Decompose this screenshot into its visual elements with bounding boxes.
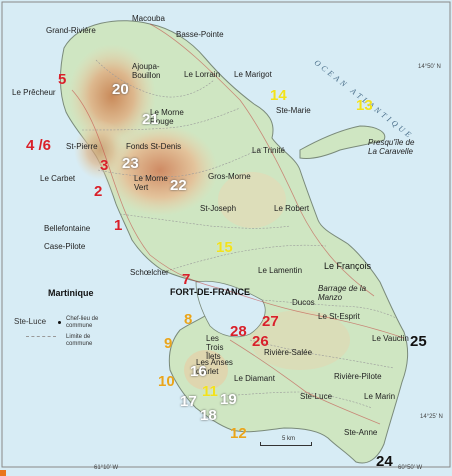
town-riviere-pilote: Rivière-Pilote [334,372,382,381]
town-le-lorrain: Le Lorrain [184,70,221,79]
marker-14: 14 [270,87,287,104]
marker-26: 26 [252,333,269,350]
marker-22: 22 [170,177,187,194]
marker-15: 15 [216,239,233,256]
marker-10: 10 [158,373,175,390]
town-le-lamentin: Le Lamentin [258,266,303,275]
relief-south [250,310,350,370]
town-le-francois: Le François [324,261,372,271]
town-gros-morne: Gros-Morne [208,172,251,181]
road-network [71,23,405,425]
relief-pitons [102,124,218,216]
legend-chef-lieu-text: Chef-lieu de commune [66,316,99,329]
coord-lat-top: 14°50' N [418,64,441,70]
map-title: Martinique [48,288,94,298]
map-frame [1,1,451,468]
coord-lon-left: 61°10' W [94,465,119,471]
marker-3: 3 [100,157,109,174]
town-fort-de-france: FORT-DE-FRANCE [170,287,250,297]
marker-8: 8 [184,311,193,328]
town-le-marigot: Le Marigot [234,70,272,79]
town-bellefontaine: Bellefontaine [44,224,91,233]
marker-28: 28 [230,323,247,340]
town-ste-marie: Ste-Marie [276,106,311,115]
marker-23: 23 [122,155,139,172]
town-ste-luce: Ste-Luce [300,392,333,401]
marker-1: 1 [114,217,123,234]
town-les-trois-ilets: Les Trois Îlets [206,334,224,361]
fort-de-france-bay [195,280,266,338]
relief-diamant [184,350,228,390]
town-macouba: Macouba [132,14,165,23]
commune-boundaries [81,59,397,409]
town-case-pilote: Case-Pilote [44,242,86,251]
town-st-pierre: St-Pierre [66,142,98,151]
marker-17: 17 [180,393,197,410]
relief-pelee [68,44,156,148]
marker-9: 9 [164,335,173,352]
town-schoelcher: Schœlcher [130,268,169,277]
town-la-trinite: La Trinité [252,146,285,155]
town-le-marin: Le Marin [364,392,396,401]
scale-bar [260,442,312,446]
town-ajoupa: Ajoupa-Bouillon [132,62,161,80]
town-le-vauclin: Le Vauclin [372,334,409,343]
coord-lat-bottom: 14°25' N [420,414,443,420]
town-fonds-st-denis: Fonds St-Denis [126,142,182,151]
legend-boundary-line-icon [26,336,56,337]
town-presquile: Presqu'île de La Caravelle [368,138,415,156]
town-les-anses: Les Anses d'Arlet [196,358,233,376]
town-le-morne-rouge: Le Morne Rouge [150,108,184,126]
legend-limite-text: Limite de commune [66,334,93,347]
marker-19: 19 [220,391,237,408]
marker-24: 24 [376,453,393,470]
corner-accent [0,470,6,476]
town-riviere-salee: Rivière-Salée [264,348,313,357]
town-barrage: Barrage de la Manzo [318,284,367,302]
marker-2: 2 [94,183,103,200]
legend-dot-icon [58,321,61,324]
town-le-st-esprit: Le St-Esprit [318,312,360,321]
town-basse-pointe: Basse-Pointe [176,30,224,39]
town-le-carbet: Le Carbet [40,174,76,183]
marker-27: 27 [262,313,279,330]
marker-13: 13 [356,97,373,114]
marker-25: 25 [410,333,427,350]
town-st-joseph: St-Joseph [200,204,237,213]
town-ste-anne: Ste-Anne [344,428,378,437]
town-le-robert: Le Robert [274,204,310,213]
town-grand-riviere: Grand-Rivière [46,26,96,35]
scale-label: 5 km [282,436,296,442]
marker-21: 21 [142,111,159,128]
marker-11: 11 [202,383,218,400]
marker-7: 7 [182,271,191,288]
legend-chef-lieu-symbol: Ste-Luce [14,317,47,326]
town-ducos: Ducos [292,298,315,307]
marker-18: 18 [200,407,217,424]
marker-12: 12 [230,425,247,442]
marker-16: 16 [190,363,207,380]
marker-20: 20 [112,81,129,98]
relief-carbet [74,120,126,180]
marker-4-6: 4 /6 [26,137,52,154]
town-le-diamant: Le Diamant [234,374,275,383]
town-le-morne-vert: Le Morne Vert [134,174,168,192]
relief-center [218,172,286,228]
caravelle-peninsula [299,125,386,159]
town-le-precheur: Le Prêcheur [12,88,56,97]
marker-5: 5 [58,71,67,88]
coord-lon-right: 60°50' W [398,465,423,471]
